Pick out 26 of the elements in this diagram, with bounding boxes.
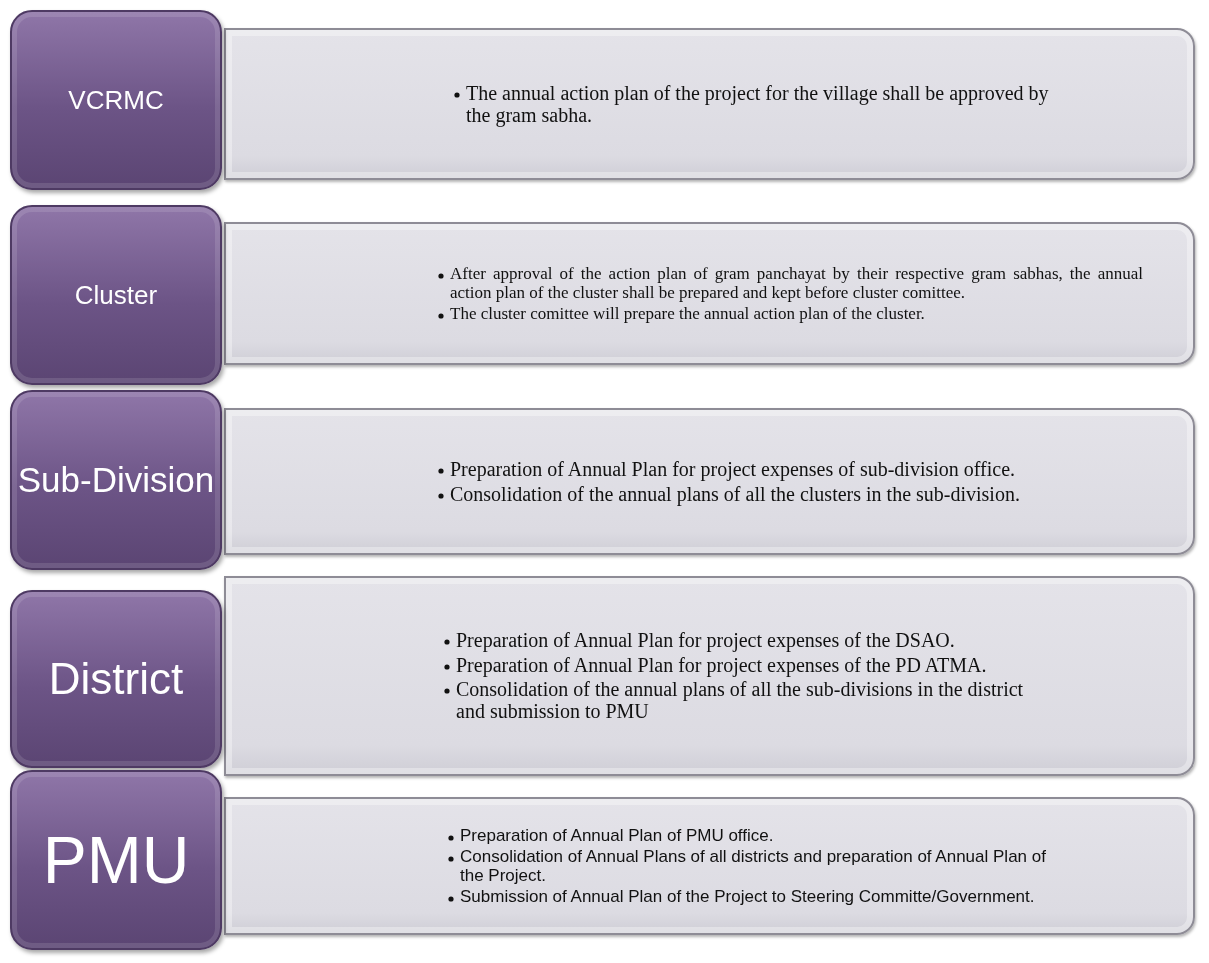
description-box	[224, 408, 1195, 555]
level-title: Sub-Division	[17, 460, 215, 500]
bullet-text: Consolidation of the annual plans of all the clusters in the sub-division.	[450, 482, 1020, 505]
bullet-text: Preparation of Annual Plan for project expenses of the DSAO.	[456, 629, 955, 652]
description-box	[224, 222, 1195, 365]
level-box	[10, 590, 222, 768]
bullet-text: The cluster comittee will prepare the annual action plan of the cluster.	[450, 304, 925, 324]
level-box	[10, 205, 222, 385]
bullet-text: The annual action plan of the project for the village shall be approved by the gram sabha.	[466, 81, 1050, 127]
description-box	[224, 28, 1195, 180]
bullet-text: After approval of the action plan of gram panchayat by their respective gram sabhas, the annual action plan of the cluster shall be prepared and kept before cluster comittee.	[450, 263, 1143, 302]
description-box	[224, 576, 1195, 776]
level-box	[10, 770, 222, 950]
bullet-text: Preparation of Annual Plan for project expenses of the PD ATMA.	[456, 653, 987, 676]
level-box	[10, 390, 222, 570]
bullet-text: Submission of Annual Plan of the Project to Steering Committe/Government.	[460, 887, 1035, 907]
bullet-text: Preparation of Annual Plan for project expenses of sub-division office.	[450, 458, 1016, 481]
level-box	[10, 10, 222, 190]
level-title: VCRMC	[68, 84, 164, 116]
level-title: District	[48, 654, 184, 704]
level-title: Cluster	[74, 279, 158, 311]
bullet-text: Preparation of Annual Plan of PMU office.	[460, 825, 774, 845]
bullet-text: Consolidation of the annual plans of all the sub-divisions in the district and submission to PMU	[456, 678, 1025, 723]
bullet-text: Consolidation of Annual Plans of all districts and preparation of Annual Plan of the Project.	[460, 846, 1047, 886]
description-box	[224, 797, 1195, 935]
level-title: PMU	[42, 822, 190, 898]
